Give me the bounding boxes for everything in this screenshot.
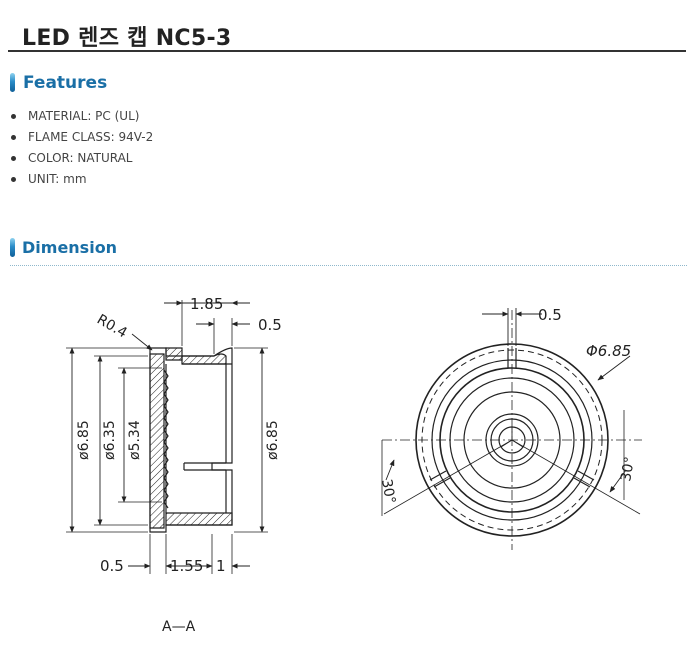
dim-radius: R0.4 [94,312,130,342]
bullet-icon [11,156,16,161]
dim-slot-width: 0.5 [538,306,562,324]
dim-bottom-right: 1 [216,557,226,575]
section-view [66,300,268,574]
dim-dia-inner: ø5.34 [127,420,143,460]
feature-list: MATERIAL: PC (UL) FLAME CLASS: 94V-2 COL… [10,106,153,190]
features-heading-label: Features [23,73,108,93]
dim-dia-outer: ø6.85 [76,420,92,460]
feature-text: MATERIAL: PC (UL) [28,109,140,123]
flange-hatch [149,353,165,529]
section-marker-icon [10,238,15,257]
dim-dia-right: ø6.85 [265,420,281,460]
bottom-lip-hatch [165,512,233,526]
list-item: COLOR: NATURAL [10,148,153,169]
section-marker-icon [10,73,15,92]
section-caption: A—A [162,619,196,635]
top-view [381,308,642,550]
dimension-heading-label: Dimension [22,238,118,257]
dotted-divider [10,265,687,266]
feature-text: COLOR: NATURAL [28,151,133,165]
list-item: MATERIAL: PC (UL) [10,106,153,127]
feature-text: UNIT: mm [28,172,87,186]
dim-top-diameter: Φ6.85 [586,342,631,360]
dim-bottom-mid: 1.55 [170,557,203,575]
top-body-hatch [181,353,227,365]
dim-angle-left: 30° [378,478,398,505]
bullet-icon [11,114,16,119]
dimension-drawing: 1.85 0.5 R0.4 ø6.85 ø6.35 ø5.34 ø6.85 0.… [66,295,642,635]
bullet-icon [11,177,16,182]
dim-top-width: 1.85 [190,295,223,313]
dim-top-gap: 0.5 [258,316,282,334]
feature-text: FLAME CLASS: 94V-2 [28,130,154,144]
title-bar: LED 렌즈 캡 NC5-3 [8,8,686,52]
serration [163,369,169,509]
list-item: UNIT: mm [10,169,153,190]
top-lip-hatch [165,347,183,361]
list-item: FLAME CLASS: 94V-2 [10,127,153,148]
dim-dia-mid: ø6.35 [102,420,118,460]
top-view-labels: 0.5 Φ6.85 30° 30° [378,306,638,505]
dim-bottom-left: 0.5 [100,557,124,575]
dim-angle-right: 30° [618,455,638,482]
bullet-icon [11,135,16,140]
page-title: LED 렌즈 캡 NC5-3 [22,26,232,51]
